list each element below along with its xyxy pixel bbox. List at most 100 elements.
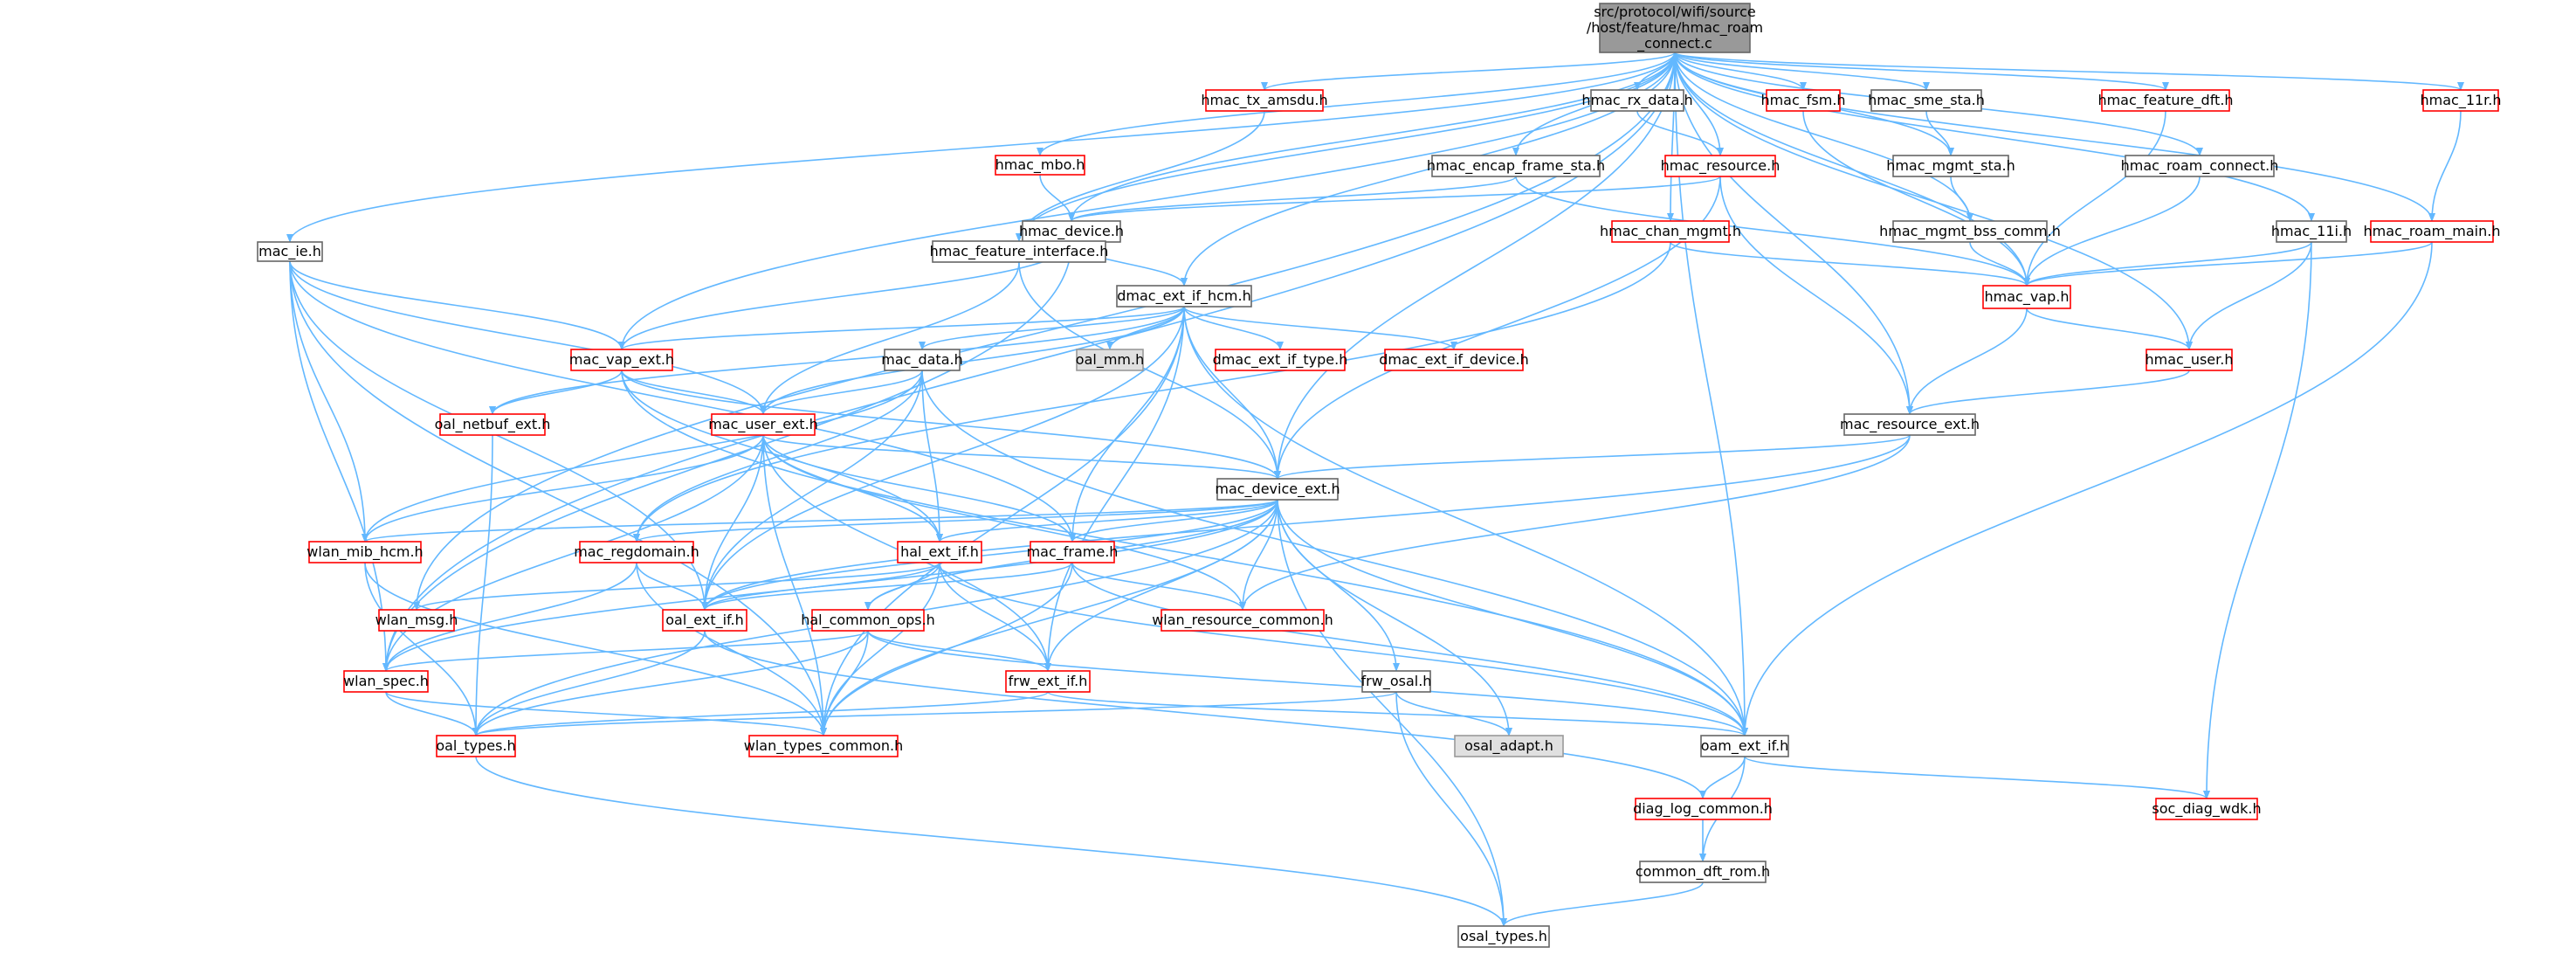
node-hmac-fsm[interactable]: hmac_fsm.h (1760, 89, 1846, 112)
edge-path (2023, 241, 2433, 287)
node-wlan-mib-hcm[interactable]: wlan_mib_hcm.h (307, 541, 424, 563)
node-hmac-feature-dft[interactable]: hmac_feature_dft.h (2097, 89, 2234, 112)
node-hmac-sme-sta[interactable]: hmac_sme_sta.h (1868, 89, 1985, 112)
edge-path (762, 434, 1281, 480)
node-hmac-tx-amsdu[interactable]: hmac_tx_amsdu.h (1201, 89, 1328, 112)
dependency-edge (1906, 308, 2028, 415)
dependency-edge (1068, 176, 1721, 222)
node-label: hmac_device.h (1019, 223, 1124, 240)
edge-path (701, 562, 1073, 611)
node-mac-vap-ext[interactable]: mac_vap_ext.h (569, 349, 674, 371)
node-osal-types[interactable]: osal_types.h (1457, 925, 1550, 948)
node-wlan-types-common[interactable]: wlan_types_common.h (744, 735, 903, 757)
node-box (579, 541, 694, 563)
node-label: oal_netbuf_ext.h (435, 416, 551, 433)
node-diag-log-common[interactable]: diag_log_common.h (1633, 798, 1773, 820)
node-hmac-mgmt-bss-comm[interactable]: hmac_mgmt_bss_comm.h (1879, 220, 2061, 243)
dependency-edge (1183, 306, 1457, 350)
edge-path (867, 630, 1748, 736)
edge-path (633, 370, 923, 543)
edge-path (289, 260, 767, 415)
node-mac-regdomain[interactable]: mac_regdomain.h (574, 541, 699, 563)
edge-path (2428, 110, 2462, 222)
node-hmac-11i[interactable]: hmac_11i.h (2271, 220, 2352, 243)
node-oal-types[interactable]: oal_types.h (436, 735, 516, 757)
node-hal-ext-if[interactable]: hal_ext_if.h (897, 541, 982, 563)
node-box (1700, 735, 1789, 757)
edge-path (621, 370, 1281, 480)
node-frw-ext-if[interactable]: frw_ext_if.h (1005, 670, 1091, 693)
dependency-edge (1277, 499, 1748, 736)
edge-path (472, 691, 1397, 736)
node-dmac-ext-if-type[interactable]: dmac_ext_if_type.h (1213, 349, 1348, 371)
node-oal-netbuf-ext[interactable]: oal_netbuf_ext.h (435, 413, 551, 436)
dependency-edge (621, 370, 1748, 736)
node-osal-adapt[interactable]: osal_adapt.h (1454, 735, 1564, 757)
node-dmac-ext-if-device[interactable]: dmac_ext_if_device.h (1379, 349, 1529, 371)
dependency-edge (289, 260, 827, 736)
node-hmac-feature-interface[interactable]: hmac_feature_interface.h (930, 240, 1109, 263)
node-hmac-mbo[interactable]: hmac_mbo.h (995, 155, 1085, 176)
node-mac-resource-ext[interactable]: mac_resource_ext.h (1840, 413, 1980, 436)
node-mac-data[interactable]: mac_data.h (881, 349, 963, 371)
node-box (436, 735, 516, 757)
edge-path (1674, 52, 2464, 91)
node-label: wlan_types_common.h (744, 737, 903, 755)
node-hmac-chan-mgmt[interactable]: hmac_chan_mgmt.h (1600, 220, 1741, 243)
dependency-edge (382, 562, 637, 672)
edge-path (633, 241, 1671, 543)
node-hmac-11r[interactable]: hmac_11r.h (2420, 89, 2502, 112)
node-common-dft-rom[interactable]: common_dft_rom.h (1636, 861, 1770, 883)
node-dmac-ext-if-hcm[interactable]: dmac_ext_if_hcm.h (1116, 285, 1252, 308)
edge-path (1500, 881, 1704, 927)
dependency-edge (472, 691, 1397, 736)
node-hmac-vap[interactable]: hmac_vap.h (1982, 285, 2071, 309)
dependency-edge (701, 434, 1911, 611)
dependency-edge (939, 562, 1748, 736)
dependency-edge (2428, 110, 2462, 222)
dependency-edge (382, 630, 869, 672)
node-soc-diag-wdk[interactable]: soc_diag_wdk.h (2152, 798, 2262, 820)
node-label: diag_log_common.h (1633, 800, 1773, 818)
node-oal-ext-if[interactable]: oal_ext_if.h (662, 609, 747, 632)
dependency-edge (1699, 756, 1746, 799)
node-box (2422, 89, 2499, 112)
dependency-edge (621, 370, 767, 415)
node-hmac-device[interactable]: hmac_device.h (1019, 220, 1124, 243)
edge-path (1037, 52, 1676, 156)
node-wlan-msg[interactable]: wlan_msg.h (375, 609, 458, 632)
node-mac-device-ext[interactable]: mac_device_ext.h (1215, 478, 1340, 501)
node-box (1635, 798, 1771, 820)
node-label: mac_user_ext.h (708, 416, 818, 433)
node-hmac-user[interactable]: hmac_user.h (2146, 349, 2234, 371)
edge-path (1183, 306, 1284, 350)
edge-path (701, 434, 1911, 611)
node-root[interactable]: src/protocol/wifi/source/host/feature/hm… (1587, 3, 1763, 53)
node-mac-frame[interactable]: mac_frame.h (1027, 541, 1119, 563)
dependency-edge (382, 241, 1072, 672)
node-mac-user-ext[interactable]: mac_user_ext.h (708, 413, 818, 436)
node-frw-osal[interactable]: frw_osal.h (1361, 670, 1432, 693)
node-hmac-roam-main[interactable]: hmac_roam_main.h (2364, 220, 2501, 243)
node-hmac-resource[interactable]: hmac_resource.h (1661, 155, 1780, 177)
node-hmac-encap[interactable]: hmac_encap_frame_sta.h (1427, 155, 1605, 177)
edge-path (2026, 308, 2193, 350)
node-wlan-spec[interactable]: wlan_spec.h (343, 670, 429, 693)
node-hal-common-ops[interactable]: hal_common_ops.h (801, 609, 935, 632)
node-label: mac_data.h (881, 351, 962, 369)
dependency-edge (760, 261, 1020, 415)
node-oal-mm[interactable]: oal_mm.h (1076, 349, 1144, 371)
node-wlan-resource-common[interactable]: wlan_resource_common.h (1152, 609, 1333, 632)
edge-path (1699, 756, 1746, 799)
node-mac-ie[interactable]: mac_ie.h (257, 241, 323, 262)
node-hmac-roam-connect[interactable]: hmac_roam_connect.h (2121, 155, 2279, 177)
edge-path (1068, 176, 1517, 222)
dependency-edge (1925, 110, 1954, 156)
node-box (662, 609, 747, 632)
node-hmac-mgmt-sta[interactable]: hmac_mgmt_sta.h (1886, 155, 2015, 177)
edge-path (1183, 306, 1457, 350)
node-label: wlan_mib_hcm.h (307, 543, 423, 561)
node-hmac-rx-data[interactable]: hmac_rx_data.h (1581, 89, 1693, 112)
node-oam-ext-if[interactable]: oam_ext_if.h (1700, 735, 1789, 757)
edge-path (820, 499, 1278, 736)
